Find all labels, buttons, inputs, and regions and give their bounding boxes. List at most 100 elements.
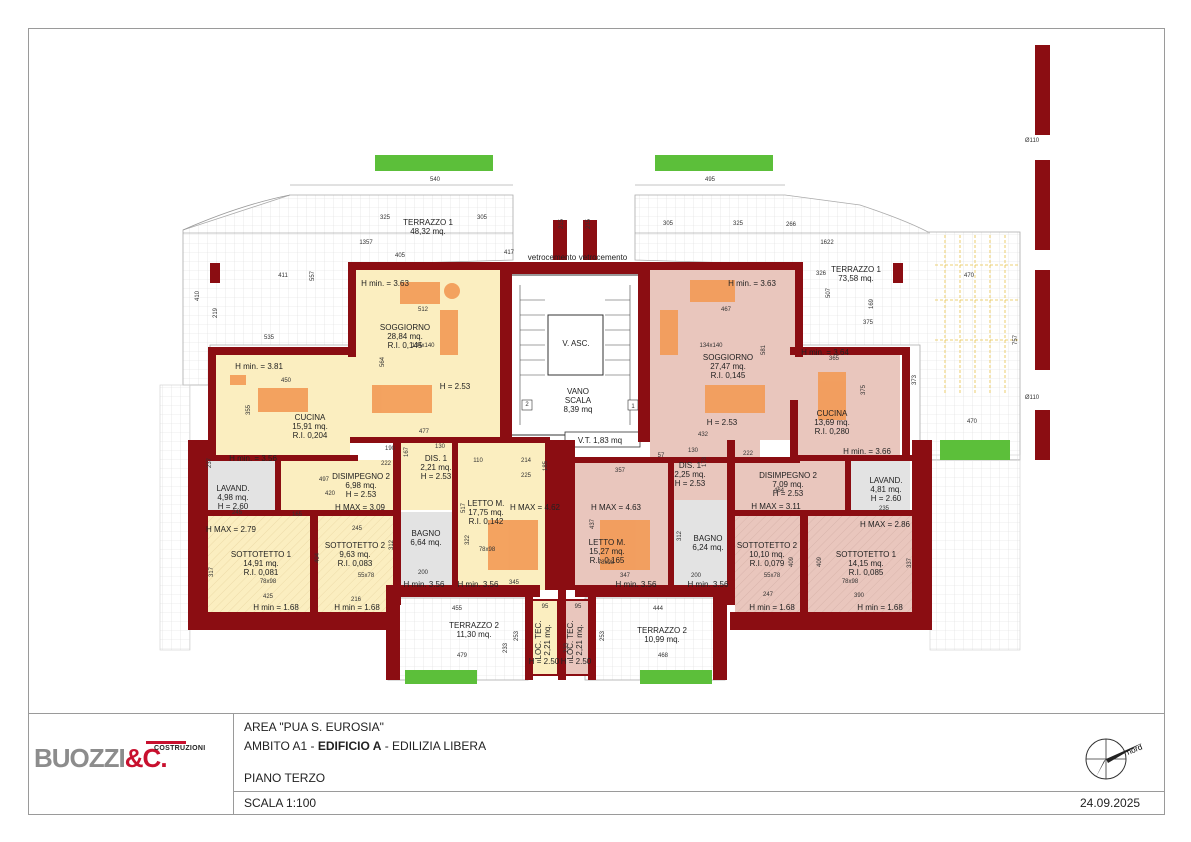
room-label-line: H min. = 3.66 (843, 447, 891, 456)
room-label-line: R.I. 0,204 (292, 431, 328, 440)
dimension-label: 2 (525, 402, 529, 408)
dimension-label: 477 (418, 429, 430, 435)
dimension-label: 410 (195, 290, 201, 302)
dimension-label: 219 (213, 307, 219, 319)
room-label-hmin-cuc-r: H min. = 3.64 (801, 348, 849, 357)
room-label-loctec-l: LOC. TEC.2,21 mq. (534, 621, 552, 660)
dimension-label: 78x98 (597, 560, 615, 566)
title-block-divider (233, 713, 234, 815)
north-label: nord (1125, 743, 1143, 757)
dimension-label: 190 (384, 446, 396, 452)
company-logo: BUOZZI&C. (34, 743, 168, 774)
title-block-top-rule (28, 713, 1165, 714)
dimension-label: 225 (520, 473, 532, 479)
room-label-h-soggiorno-r: H = 2.53 (707, 418, 737, 427)
room-label-hmax-l: H MAX = 2.79 (206, 525, 256, 534)
dimension-label: 564 (380, 356, 386, 368)
room-label-line: SCALA (564, 396, 592, 405)
apt-left-bagno (398, 512, 453, 590)
room-label-line: R.I. 0,165 (589, 556, 625, 565)
dimension-label: 134x140 (411, 343, 435, 349)
room-label-line: H MAX = 3.09 (334, 503, 386, 512)
room-label-line: R.I. 0,142 (468, 517, 504, 526)
dimension-label: 409 (789, 556, 795, 568)
room-label-line: 2,21 mq. (543, 624, 552, 656)
room-label-hmin-st-l1: H min = 1.68 (253, 603, 299, 612)
dimension-label: Ø110 (1024, 395, 1040, 401)
room-label-line: H = 2.50 (560, 657, 592, 666)
apt-right-lavand (850, 460, 910, 515)
dimension-label: 375 (862, 320, 874, 326)
apt-right-disimp (700, 460, 850, 510)
dimension-label: 167 (404, 446, 410, 458)
room-label-line: 6,64 mq. (410, 538, 442, 547)
room-label-line: SOTTOTETTO 2 (324, 541, 386, 550)
room-label-line: 8,39 mq (563, 405, 593, 414)
dimension-label: 312 (677, 530, 683, 542)
dimension-label: 78x98 (841, 579, 859, 585)
logo-name: BUOZZI (34, 743, 126, 773)
room-label-line: TERRAZZO 1 (403, 218, 453, 227)
room-label-line: 15,27 mq. (589, 547, 625, 556)
dimension-label: 165 (291, 512, 303, 518)
loc-tec-left (529, 599, 559, 676)
room-label-line: H MAX = 2.79 (205, 525, 257, 534)
dimension-label: 222 (380, 461, 392, 467)
room-label-hmin-st-r2: H min = 1.68 (857, 603, 903, 612)
room-label-line: H min = 1.68 (253, 603, 299, 612)
dimension-label: 757 (1013, 334, 1019, 346)
dimension-label: 95 (541, 604, 549, 610)
room-label-line: LAVAND. (216, 484, 250, 493)
dimension-label: 467 (720, 307, 732, 313)
dimension-label: 497 (318, 477, 330, 483)
room-label-hmin-cuc-r2: H min. = 3.66 (843, 447, 891, 456)
room-label-line: R.I. 0,079 (749, 559, 785, 568)
room-label-line: LETTO M. (467, 499, 505, 508)
room-label-hmin-bagno-r: H min. 3.56 (688, 580, 729, 589)
north-arrow-icon: nord (1085, 738, 1144, 780)
room-label-line: CUCINA (816, 409, 848, 418)
dimension-label: 245 (231, 510, 243, 516)
room-label-line: DISIMPEGNO 2 (759, 471, 817, 480)
dimension-label: 365 (828, 356, 840, 362)
dimension-label: 355 (246, 404, 252, 416)
room-label-line: H min = 1.68 (857, 603, 903, 612)
scale-label: SCALA 1:100 (244, 796, 317, 810)
dimension-label: 557 (310, 270, 316, 282)
room-label-line: 2,21 mq. (420, 463, 452, 472)
dimension-label: 409 (817, 556, 823, 568)
dimension-label: 581 (761, 344, 767, 356)
dimension-label: 169 (869, 298, 875, 310)
dimension-label: 455 (451, 606, 463, 612)
room-label-letto-r: LETTO M.15,27 mq.R.I. 0,165 (589, 538, 626, 565)
room-label-line: H = 2.53 (772, 489, 804, 498)
title-block: AREA "PUA S. EUROSIA" AMBITO A1 - EDIFIC… (28, 713, 1165, 815)
room-label-line: H min = 1.68 (749, 603, 795, 612)
dimension-label: 373 (912, 374, 918, 386)
room-label-h-loctec-r: H = 2.50 (561, 657, 591, 666)
dimension-label: 317 (209, 566, 215, 578)
room-label-line: BAGNO (693, 534, 723, 543)
room-label-hmin-cuc-l: H min. = 3.81 (235, 362, 283, 371)
dimension-label: 470 (966, 419, 978, 425)
dimension-label: 325 (732, 221, 744, 227)
room-label-line: H MAX = 3.11 (751, 502, 801, 511)
planter-2 (655, 155, 773, 171)
room-label-line: 28,84 mq. (387, 332, 423, 341)
dimension-label: 347 (619, 573, 631, 579)
room-label-h-soggiorno-l: H = 2.53 (440, 382, 470, 391)
dimension-label: 464 (773, 488, 785, 494)
room-label-line: R.I. 0,280 (814, 427, 850, 436)
room-label-line: vetrocemento (527, 253, 577, 262)
room-label-hmax-letto-l: H MAX = 4.62 (510, 503, 560, 512)
dimension-label: 444 (652, 606, 664, 612)
dimension-label: 375 (861, 384, 867, 396)
